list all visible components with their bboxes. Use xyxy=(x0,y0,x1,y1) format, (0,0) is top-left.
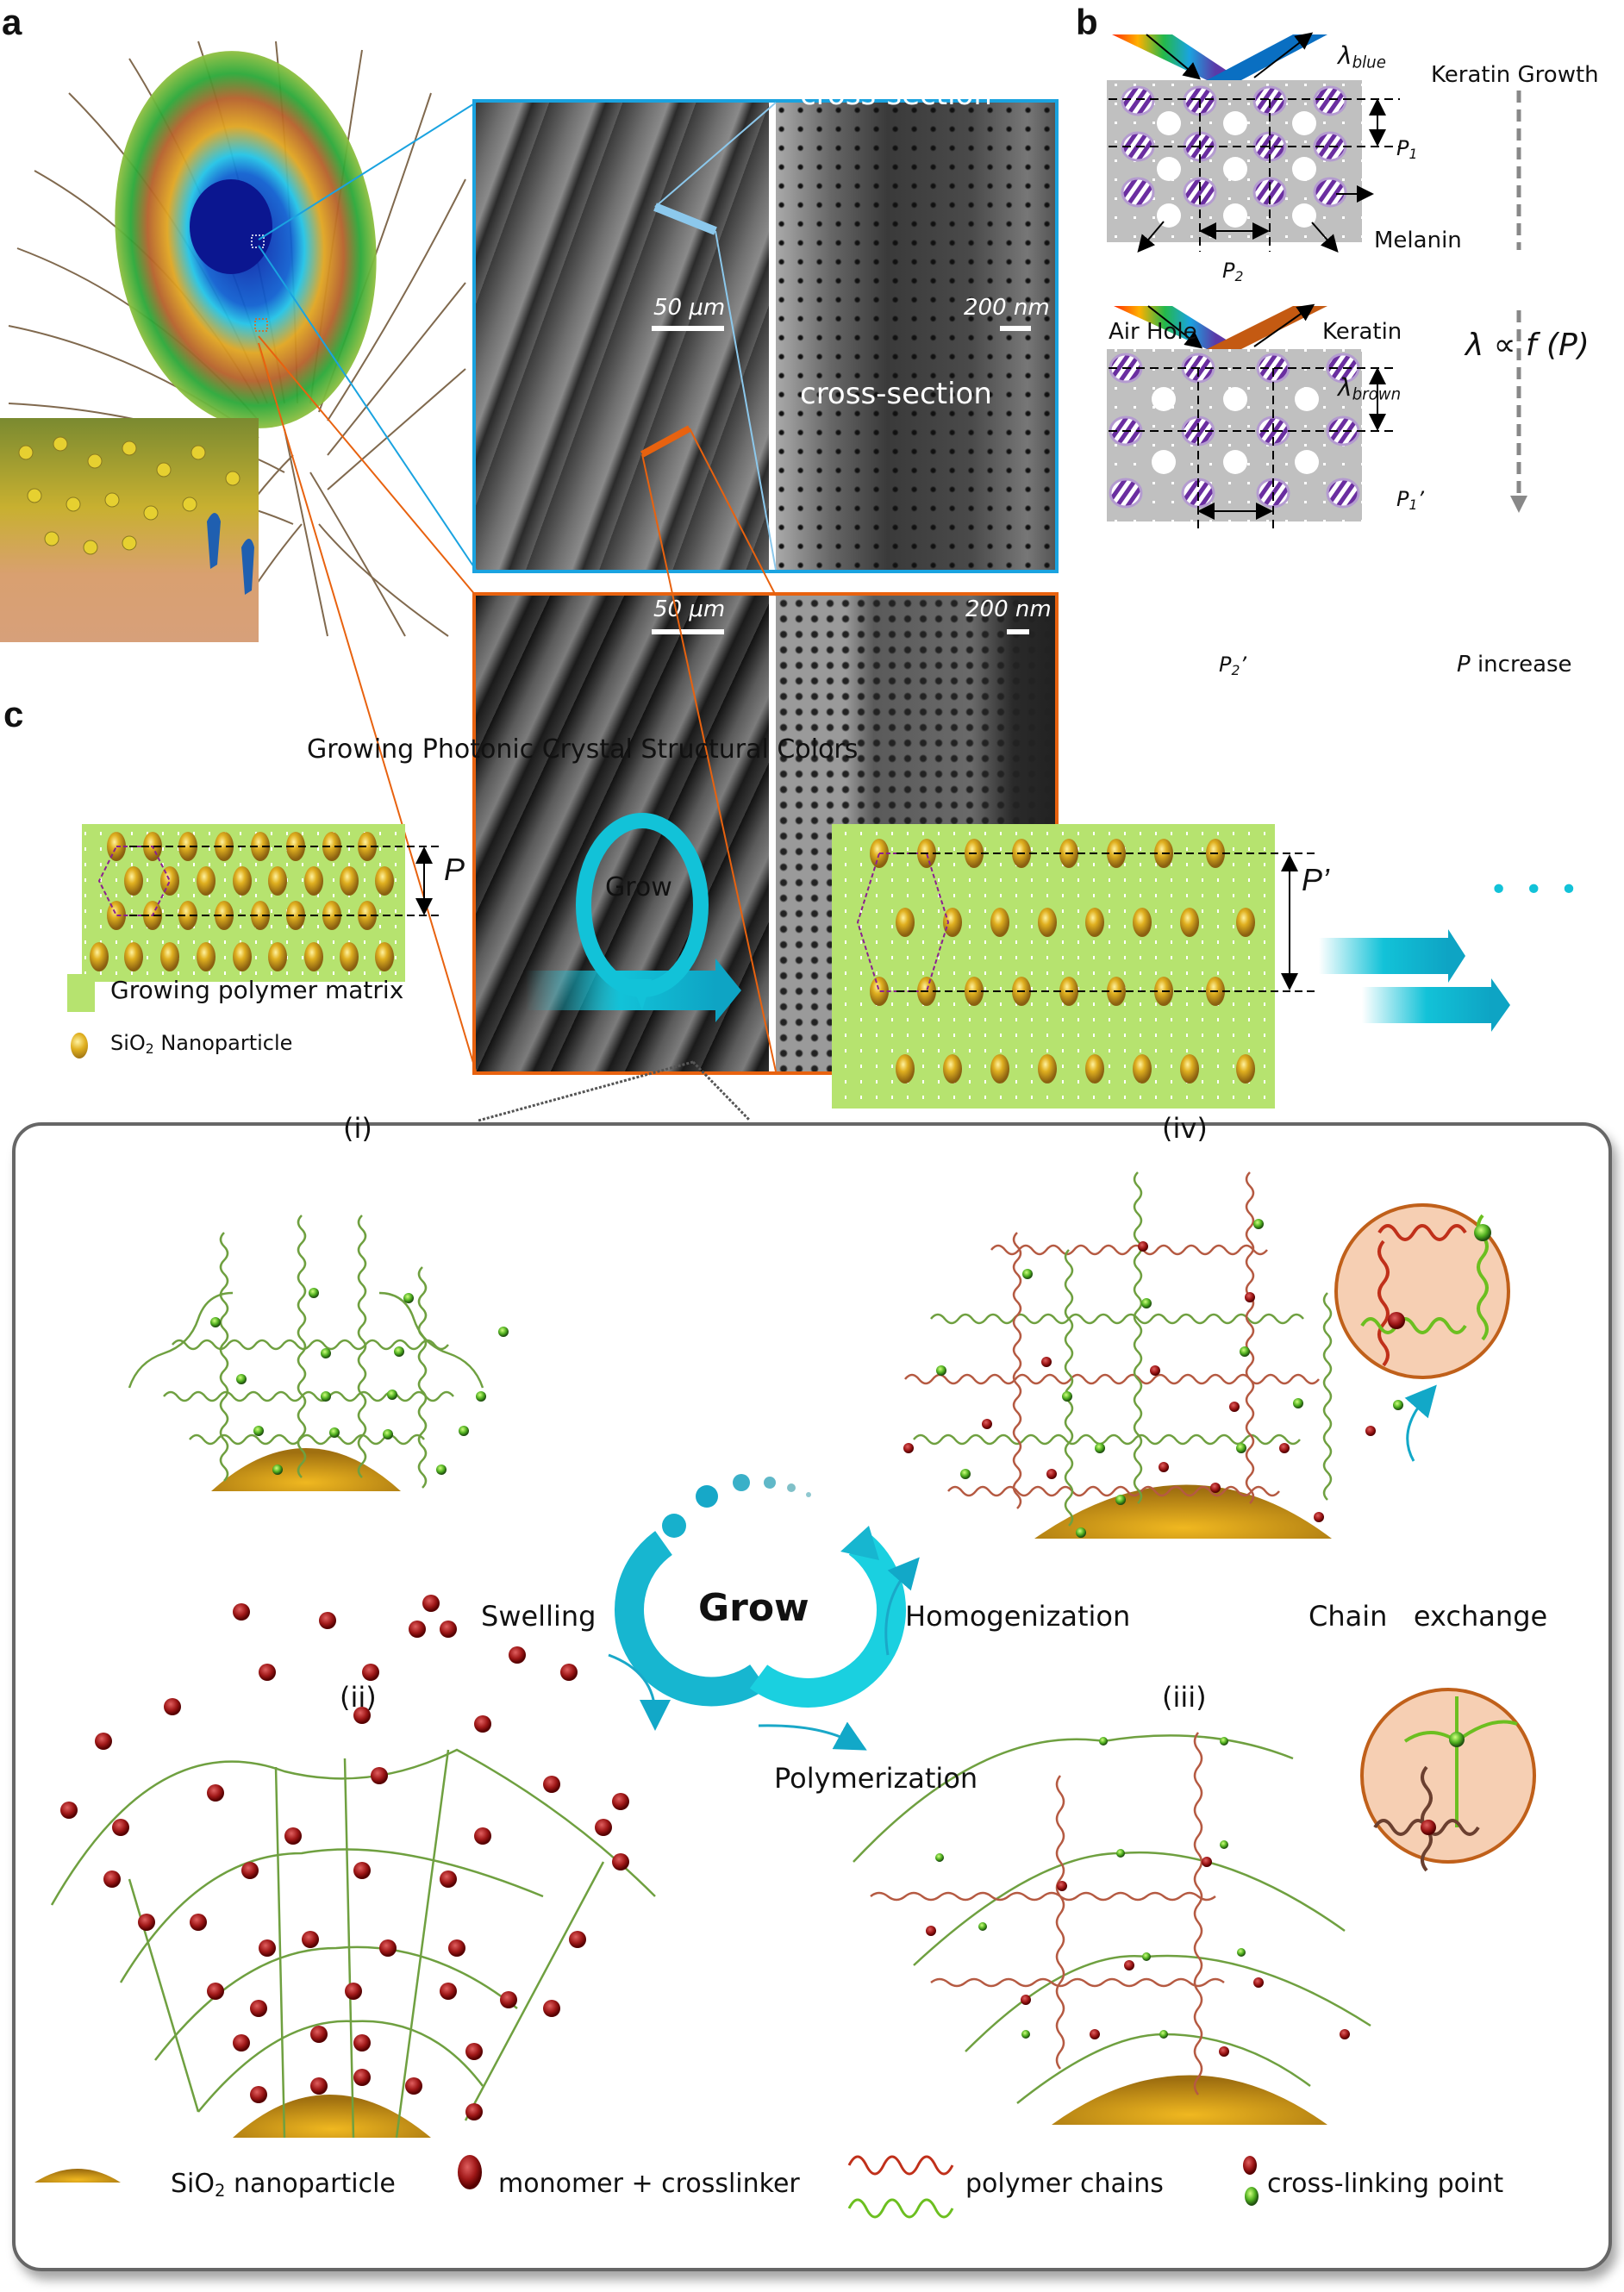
peacock-photo xyxy=(0,418,259,642)
period-p-prime-label: P’ xyxy=(1302,862,1330,897)
stage-iv-label: (iv) xyxy=(1162,1112,1208,1145)
photonic-lattice-diagram xyxy=(1107,32,1527,530)
nanoparticle-text: Nanoparticle xyxy=(153,1031,293,1055)
zoom-connector-lines xyxy=(258,102,777,1072)
p1p-symbol: P xyxy=(1396,487,1409,511)
p2-prime-label: P2’ xyxy=(1219,653,1246,678)
continuation-ellipsis: • • • xyxy=(1490,872,1582,908)
lambda-blue-label: λblue xyxy=(1338,41,1386,72)
lambda-blue-sub: blue xyxy=(1352,53,1386,72)
lambda-brown-label: λbrown xyxy=(1338,373,1401,404)
p1-prime-label: P1’ xyxy=(1396,487,1424,513)
legend-sio2-label: SiO2 nanoparticle xyxy=(171,2169,396,2201)
sio2-text: SiO xyxy=(110,1031,146,1055)
sem-blue-label: cross-section xyxy=(800,78,992,112)
keratin-growth-title: Keratin Growth xyxy=(1431,62,1599,88)
legend-matrix-label: Growing polymer matrix xyxy=(110,976,404,1004)
homogenization-label: Homogenization xyxy=(905,1600,1131,1633)
p2-symbol: P xyxy=(1222,259,1235,283)
panel-a-letter: a xyxy=(2,2,22,42)
air-hole-label: Air Hole xyxy=(1109,319,1197,345)
sio2-sub: 2 xyxy=(145,1040,154,1057)
p2-sub: 2 xyxy=(1234,268,1244,284)
nanoparticle-crystal-growth xyxy=(82,813,1510,1122)
polymer-network-illustrations xyxy=(34,1171,1536,2219)
lambda-symbol: λ xyxy=(1338,41,1352,70)
melanin-label: Melanin xyxy=(1374,228,1462,253)
sem-orange-scalebar-small xyxy=(1007,629,1029,634)
keratin-label: Keratin xyxy=(1322,319,1402,345)
swelling-label: Swelling xyxy=(481,1600,597,1633)
sem-orange-scale-large: 50 μm xyxy=(653,596,726,622)
legend-sio2-post: nanoparticle xyxy=(225,2169,396,2199)
stage-iii-label: (iii) xyxy=(1162,1681,1207,1714)
legend-matrix-swatch xyxy=(67,974,95,1012)
sem-blue-frame xyxy=(472,99,1059,573)
sem-blue-scale-large: 50 μm xyxy=(653,295,726,321)
cycle-center-label: Grow xyxy=(698,1586,809,1630)
lambda-formula: λ ∝ f (P) xyxy=(1465,328,1590,363)
panel-b-letter: b xyxy=(1076,2,1098,42)
sem-orange-label: cross-section xyxy=(800,377,992,411)
p2p-symbol: P xyxy=(1219,653,1232,677)
p1p-prime: ’ xyxy=(1417,487,1425,511)
period-p-label: P xyxy=(444,852,465,887)
p1-label: P1 xyxy=(1396,136,1417,162)
lambda-symbol-2: λ xyxy=(1338,373,1352,402)
legend-nanoparticle-icon xyxy=(71,1033,88,1059)
stage-i-label: (i) xyxy=(343,1112,372,1145)
p1-symbol: P xyxy=(1396,136,1409,160)
lambda-brown-sub: brown xyxy=(1352,385,1402,404)
sem-orange-scalebar-large xyxy=(652,629,724,634)
chain-exchange-label: Chain exchange xyxy=(1309,1600,1548,1633)
legend-polymer-label: polymer chains xyxy=(965,2169,1164,2199)
panel-c-letter: c xyxy=(3,694,24,734)
p2-label: P2 xyxy=(1222,259,1243,284)
sem-orange-scale-small: 200 nm xyxy=(965,596,1052,622)
legend-crosslink-label: cross-linking point xyxy=(1267,2169,1504,2199)
polymerization-label: Polymerization xyxy=(774,1762,978,1795)
sem-blue-scale-small: 200 nm xyxy=(964,295,1050,321)
p-increase-symbol: P xyxy=(1457,652,1471,678)
legend-nanoparticle-label: SiO2 Nanoparticle xyxy=(110,1031,292,1057)
p1-sub: 1 xyxy=(1409,146,1418,162)
sem-blue-scalebar-large xyxy=(652,326,724,331)
legend-sio2-sub: 2 xyxy=(215,2180,226,2201)
panel-c-title: Growing Photonic Crystal Structural Colo… xyxy=(307,734,859,765)
grow-cycle-icon xyxy=(608,1474,920,1751)
sem-blue-scalebar-small xyxy=(1000,326,1031,331)
legend-sio2-text: SiO xyxy=(171,2169,215,2199)
p-increase-text: increase xyxy=(1470,652,1572,678)
grow-loop-label: Grow xyxy=(605,872,672,902)
p-increase-label: P increase xyxy=(1457,652,1572,678)
p1p-sub: 1 xyxy=(1409,496,1418,513)
p2p-prime: ’ xyxy=(1240,653,1247,677)
sem-blue-surface xyxy=(476,103,769,570)
legend-monomer-label: monomer + crosslinker xyxy=(498,2169,800,2199)
sem-blue-crosssection xyxy=(776,103,1055,570)
p2p-sub: 2 xyxy=(1231,662,1240,678)
